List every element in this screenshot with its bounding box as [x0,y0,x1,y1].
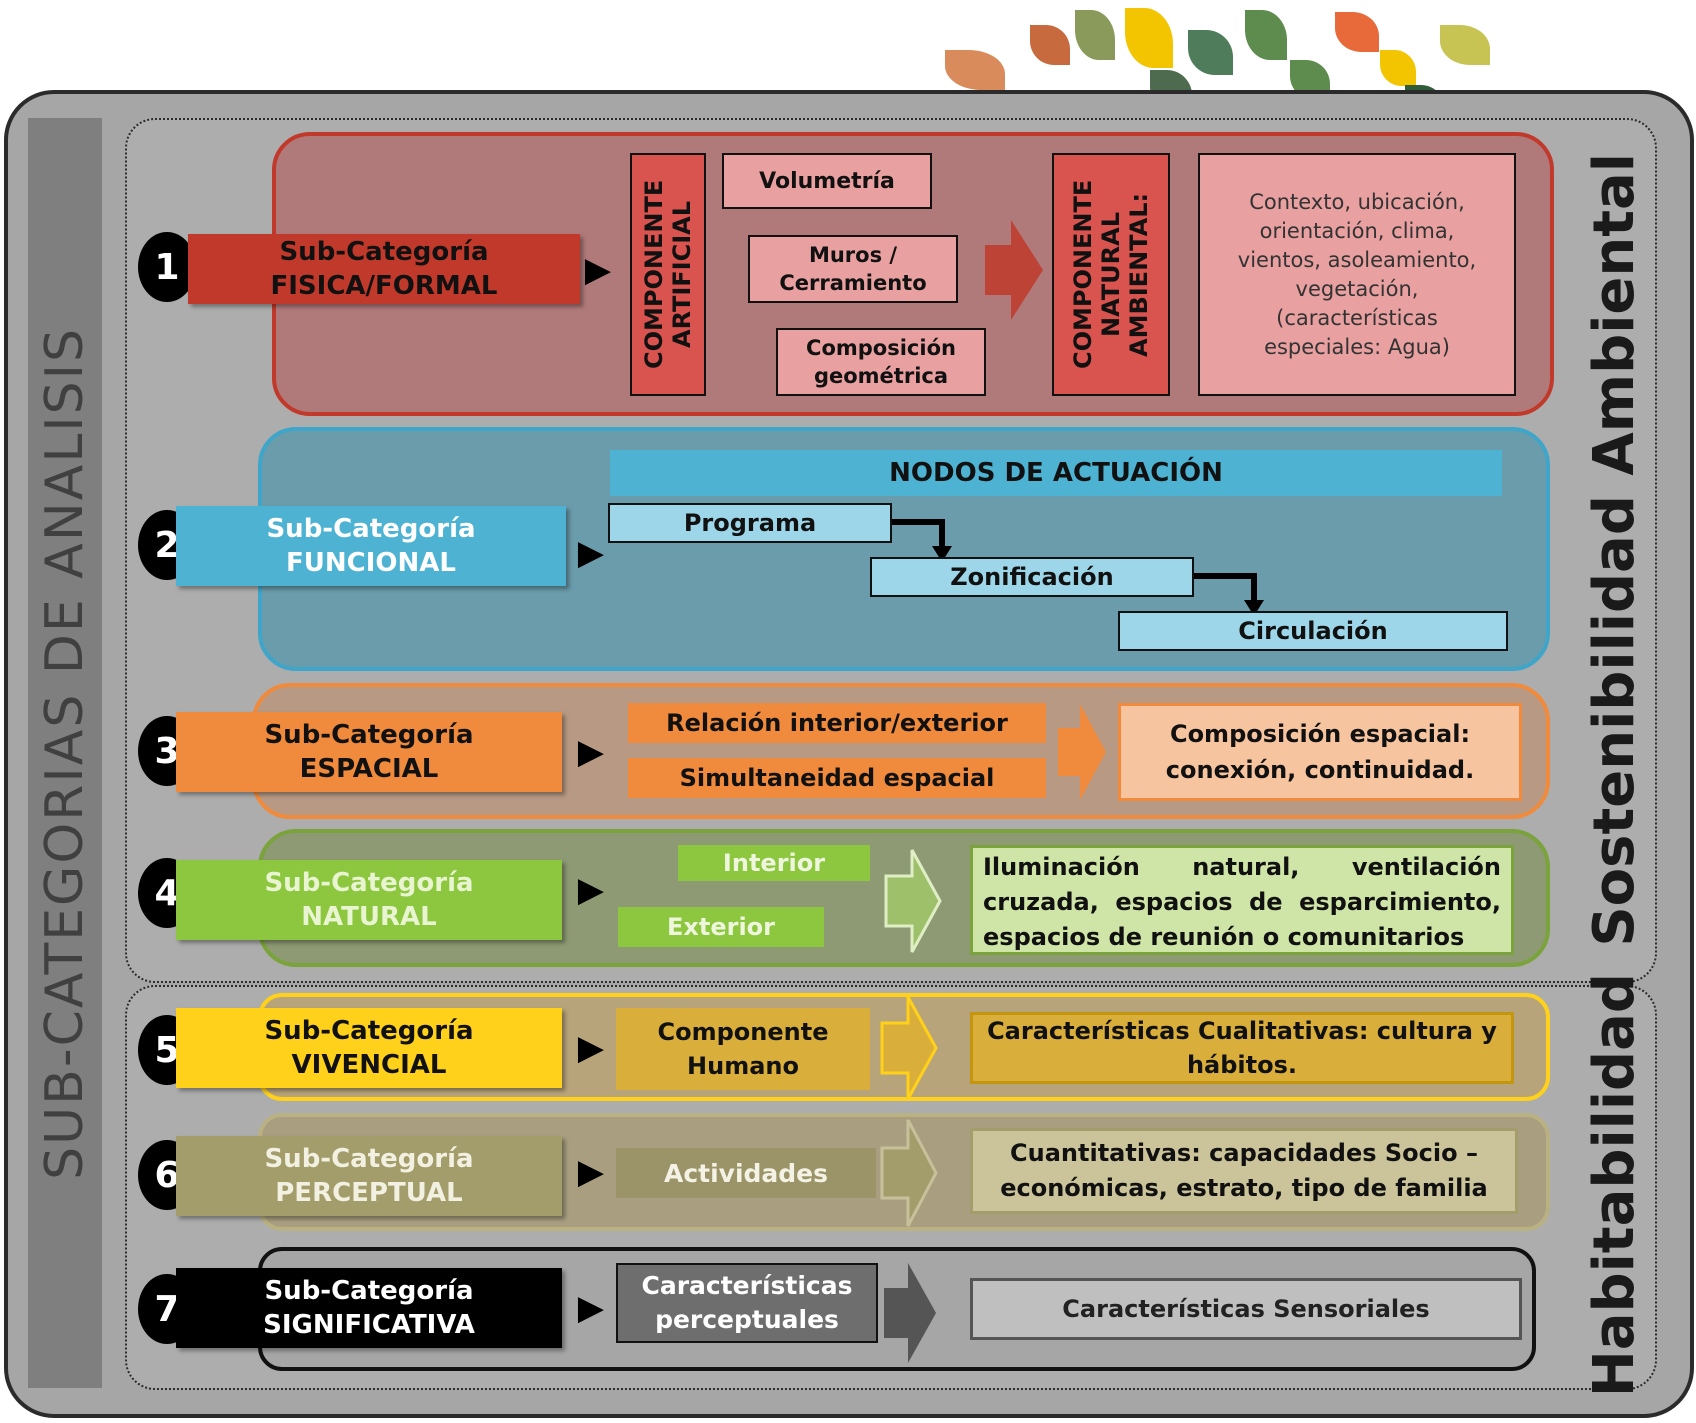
result-natural: Iluminación natural, ventilación cruzada… [970,845,1514,955]
row-7-category-line1: Sub-Categoría [264,1276,474,1306]
arrow-right-icon: ▶ [577,1152,605,1192]
context-box: Contexto, ubicación, orientación, clima,… [1198,153,1516,396]
side-title-habitabilidad: Habitabilidad [1568,973,1660,1397]
result-sensoriales: Características Sensoriales [970,1278,1522,1340]
row-4-category-line2: NATURAL [301,902,437,932]
row-7-category: Sub-Categoría SIGNIFICATIVA [176,1268,562,1348]
componente-artificial-text: COMPONENTE ARTIFICIAL [640,179,696,370]
row-5-category-line1: Sub-Categoría [264,1016,474,1046]
box-muros: Muros / Cerramiento [748,235,958,303]
item-interior: Interior [678,845,870,881]
step-circulacion: Circulación [1118,611,1508,651]
row-5-category-line2: VIVENCIAL [291,1050,447,1080]
box-composicion: Composición geométrica [776,328,986,396]
left-title: SUB-CATEGORIAS DE ANALISIS [28,118,102,1388]
row-2-category-line2: FUNCIONAL [286,548,456,578]
arrow-right-icon: ▶ [584,250,612,290]
outline-arrow-icon [884,849,942,953]
item-caracteristicas-perceptuales: Características perceptuales [616,1263,878,1343]
nodos-header: NODOS DE ACTUACIÓN [610,450,1502,496]
item-simultaneidad: Simultaneidad espacial [628,758,1046,798]
row-1-category-line2: FISICA/FORMAL [270,271,498,301]
big-arrow-icon [985,220,1043,320]
leaf-icon [1335,12,1379,52]
row-6-category-line2: PERCEPTUAL [275,1178,463,1208]
row-3-category-line2: ESPACIAL [299,754,439,784]
row-1-category: Sub-Categoría FISICA/FORMAL [188,234,580,304]
step-zonificacion: Zonificación [870,557,1194,597]
row-2-category: Sub-Categoría FUNCIONAL [176,506,566,586]
arrow-right-icon: ▶ [577,732,605,772]
result-vivencial: Características Cualitativas: cultura y … [970,1012,1514,1084]
side-title-habitabilidad-text: Habitabilidad [1581,972,1647,1398]
item-actividades: Actividades [616,1148,876,1198]
leaf-icon [1030,25,1070,65]
leaf-icon [945,50,1005,90]
side-title-sostenibilidad-text: Sostenibilidad Ambiental [1581,153,1647,947]
step-programa: Programa [608,503,892,543]
big-arrow-icon [884,1263,936,1363]
row-6-category: Sub-Categoría PERCEPTUAL [176,1136,562,1216]
outline-arrow-icon [880,996,938,1100]
left-title-text: SUB-CATEGORIAS DE ANALISIS [35,326,95,1180]
componente-natural: COMPONENTE NATURAL AMBIENTAL: [1052,153,1170,396]
arrow-right-icon: ▶ [577,533,605,573]
item-componente-humano: Componente Humano [616,1008,870,1090]
row-1-category-line1: Sub-Categoría [279,237,489,267]
arrow-right-icon: ▶ [577,1028,605,1068]
side-title-sostenibilidad: Sostenibilidad Ambiental [1568,153,1660,947]
item-relacion: Relación interior/exterior [628,703,1046,743]
left-title-bar [28,118,102,1388]
turn-arrow-icon [892,519,952,562]
item-exterior: Exterior [618,907,824,947]
arrow-right-icon: ▶ [577,1288,605,1328]
leaf-icon [1380,50,1416,86]
box-volumetria: Volumetría [722,153,932,209]
row-4-category: Sub-Categoría NATURAL [176,860,562,940]
turn-arrow-icon [1194,573,1264,616]
leaf-icon [1125,8,1173,68]
row-6-category-line1: Sub-Categoría [264,1144,474,1174]
componente-artificial: COMPONENTE ARTIFICIAL [630,153,706,396]
result-natural-text: Iluminación natural, ventilación cruzada… [983,853,1501,951]
result-espacial: Composición espacial: conexión, continui… [1118,703,1522,801]
row-3-category-line1: Sub-Categoría [264,720,474,750]
leaf-icon [1075,10,1115,60]
row-5-category: Sub-Categoría VIVENCIAL [176,1008,562,1088]
outline-arrow-icon [880,1119,938,1227]
leaf-icon [1188,30,1233,75]
row-3-category: Sub-Categoría ESPACIAL [176,712,562,792]
row-2-category-line1: Sub-Categoría [266,514,476,544]
leaf-icon [1245,10,1287,60]
big-arrow-icon [1058,704,1106,800]
arrow-right-icon: ▶ [577,870,605,910]
row-4-category-line1: Sub-Categoría [264,868,474,898]
result-perceptual: Cuantitativas: capacidades Socio – econó… [970,1128,1518,1214]
leaf-icon [1440,25,1490,65]
row-1-number: 1 [138,232,196,302]
componente-natural-text: COMPONENTE NATURAL AMBIENTAL: [1069,179,1153,370]
row-7-category-line2: SIGNIFICATIVA [263,1310,475,1340]
